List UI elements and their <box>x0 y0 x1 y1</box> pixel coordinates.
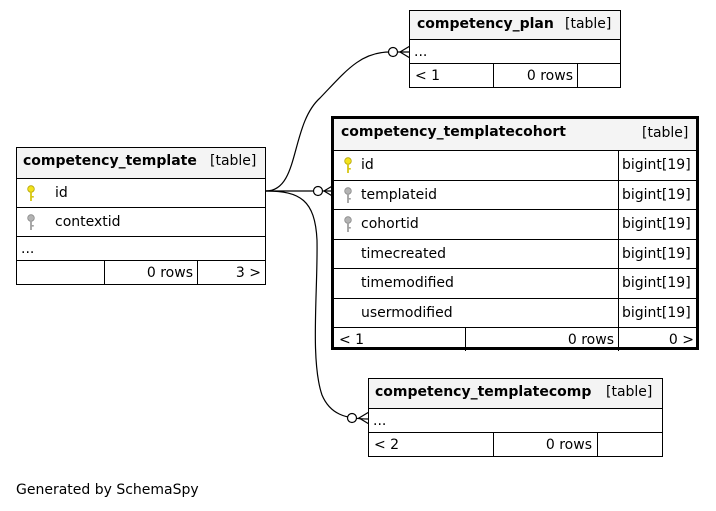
relation-cohort-crowfoot-icon <box>322 184 335 198</box>
column-type: bigint[19] <box>622 216 691 233</box>
divider <box>465 328 466 351</box>
relation-cohort-optional-icon <box>312 185 324 197</box>
footer-rows: 0 rows <box>545 436 592 453</box>
table-type: [table] <box>642 125 689 141</box>
column-row: id <box>17 178 265 207</box>
table-footer: < 1 0 rows <box>410 63 620 87</box>
table-competency-plan: competency_plan [table] ... < 1 0 rows <box>409 10 621 88</box>
column-name: id <box>361 157 374 174</box>
ellipsis-text: ... <box>21 240 35 257</box>
footer-children: 3 > <box>235 264 261 281</box>
column-name: id <box>55 185 68 201</box>
column-type: bigint[19] <box>622 275 691 292</box>
column-name: timemodified <box>361 275 454 292</box>
relation-plan-line <box>265 51 410 192</box>
ellipsis-text: ... <box>373 412 387 429</box>
column-row: cohortid bigint[19] <box>334 209 696 239</box>
foreign-key-icon <box>27 214 35 230</box>
table-header: competency_templatecomp [table] <box>369 379 662 408</box>
divider <box>197 261 198 284</box>
column-name: timecreated <box>361 245 446 262</box>
ellipsis-row: ... <box>17 236 265 260</box>
footer-rows: 0 rows <box>146 264 193 281</box>
divider <box>618 151 619 180</box>
divider <box>597 433 598 456</box>
table-type: [table] <box>565 16 612 32</box>
primary-key-icon <box>27 185 35 201</box>
divider <box>618 210 619 239</box>
relation-plan-crowfoot-icon <box>398 45 411 59</box>
relation-comp-line <box>265 190 370 420</box>
table-name: competency_templatecohort <box>341 124 566 140</box>
column-name: cohortid <box>361 216 419 233</box>
table-competency-template: competency_template [table] id contextid… <box>16 147 266 285</box>
divider <box>577 64 578 87</box>
table-name: competency_plan <box>417 16 554 32</box>
column-type: bigint[19] <box>622 186 691 203</box>
table-footer: 0 rows 3 > <box>17 260 265 284</box>
table-footer: < 2 0 rows <box>369 432 662 456</box>
divider <box>493 433 494 456</box>
column-row: templateid bigint[19] <box>334 179 696 209</box>
divider <box>618 180 619 209</box>
footer-children <box>597 433 657 456</box>
relation-plan-optional-icon <box>387 46 399 58</box>
divider <box>618 239 619 268</box>
foreign-key-icon <box>344 216 352 232</box>
ellipsis-row: ... <box>410 39 620 63</box>
column-row: contextid <box>17 207 265 236</box>
table-competency-templatecohort: competency_templatecohort [table] id big… <box>331 116 699 351</box>
footer-children <box>577 64 615 87</box>
table-name: competency_templatecomp <box>375 384 592 400</box>
table-header: competency_templatecohort [table] <box>334 119 696 150</box>
primary-key-icon <box>344 157 352 173</box>
divider <box>618 269 619 298</box>
column-row: usermodified bigint[19] <box>334 297 696 327</box>
column-type: bigint[19] <box>622 304 691 321</box>
footer-parents: < 1 <box>415 67 441 84</box>
relation-comp-crowfoot-icon <box>357 411 370 425</box>
column-row: timemodified bigint[19] <box>334 268 696 298</box>
divider <box>104 261 105 284</box>
column-name: usermodified <box>361 304 453 321</box>
column-name: contextid <box>55 214 121 230</box>
column-type: bigint[19] <box>622 157 691 174</box>
column-name: templateid <box>361 186 437 203</box>
generated-by-label: Generated by SchemaSpy <box>16 482 199 498</box>
column-row: timecreated bigint[19] <box>334 238 696 268</box>
table-header: competency_template [table] <box>17 148 265 178</box>
column-type: bigint[19] <box>622 245 691 262</box>
table-competency-templatecomp: competency_templatecomp [table] ... < 2 … <box>368 378 663 457</box>
divider <box>618 298 619 327</box>
ellipsis-text: ... <box>414 43 428 60</box>
footer-rows: 0 rows <box>567 331 614 348</box>
relation-comp-optional-icon <box>346 412 358 424</box>
footer-rows: 0 rows <box>526 67 573 84</box>
footer-children: 0 > <box>668 331 694 348</box>
column-row: id bigint[19] <box>334 150 696 180</box>
footer-parents: < 2 <box>374 436 400 453</box>
divider <box>493 64 494 87</box>
ellipsis-row: ... <box>369 408 662 432</box>
table-name: competency_template <box>23 153 197 169</box>
table-footer: < 1 0 rows 0 > <box>334 327 696 351</box>
divider <box>618 328 619 351</box>
table-type: [table] <box>606 384 653 400</box>
table-header: competency_plan [table] <box>410 11 620 39</box>
table-type: [table] <box>210 153 257 169</box>
foreign-key-icon <box>344 186 352 203</box>
footer-parents: < 1 <box>339 331 365 348</box>
